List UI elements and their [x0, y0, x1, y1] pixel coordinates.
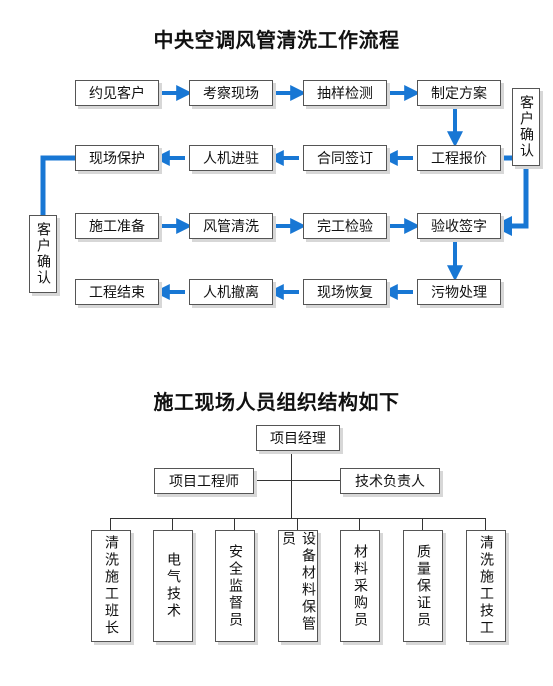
- confirm-box-left: 客户确认: [29, 215, 57, 293]
- org-drop-5: [359, 518, 360, 530]
- step-row3-1: 施工准备: [75, 213, 159, 239]
- org-dept-6: 质量保证员: [403, 530, 443, 642]
- step-row2-2: 人机进驻: [189, 145, 273, 171]
- step-row4-3: 现场恢复: [303, 279, 387, 305]
- org-drop-1: [110, 518, 111, 530]
- org-dept-2: 电气技术: [153, 530, 193, 642]
- org-drop-4: [297, 518, 298, 530]
- loop-left-top: [40, 155, 75, 215]
- step-row3-4: 验收签字: [417, 213, 501, 239]
- step-row2-1: 现场保护: [75, 145, 159, 171]
- org-drop-2: [172, 518, 173, 530]
- org-drop-3: [234, 518, 235, 530]
- org-dept-5: 材料采购员: [340, 530, 380, 642]
- loop-right-bottom: [492, 164, 529, 236]
- step-row2-3: 合同签订: [303, 145, 387, 171]
- org-drop-6: [422, 518, 423, 530]
- flow-title: 中央空调风管清洗工作流程: [153, 28, 400, 52]
- step-row4-1: 工程结束: [75, 279, 159, 305]
- step-row1-1: 约见客户: [75, 80, 159, 106]
- org-trunk-line: [291, 449, 292, 518]
- step-row4-2: 人机撤离: [189, 279, 273, 305]
- org-assistant-line: [254, 480, 340, 481]
- step-row4-4: 污物处理: [417, 279, 501, 305]
- org-engineer: 项目工程师: [154, 468, 254, 494]
- org-drop-7: [485, 518, 486, 530]
- step-row3-3: 完工检验: [303, 213, 387, 239]
- step-row2-4: 工程报价: [417, 145, 501, 171]
- org-title: 施工现场人员组织结构如下: [153, 390, 400, 414]
- step-row1-4: 制定方案: [417, 80, 501, 106]
- org-dept-3: 安全监督员: [215, 530, 255, 642]
- org-tech-lead: 技术负责人: [340, 468, 440, 494]
- org-manager: 项目经理: [256, 425, 340, 451]
- step-row1-2: 考察现场: [189, 80, 273, 106]
- confirm-box-right: 客户确认: [512, 88, 540, 166]
- org-dept-1: 清洗施工班长: [91, 530, 131, 642]
- org-dept-4: 设备材料保管员: [278, 530, 318, 642]
- step-row1-3: 抽样检测: [303, 80, 387, 106]
- org-dept-7: 清洗施工技工: [466, 530, 506, 642]
- step-row3-2: 风管清洗: [189, 213, 273, 239]
